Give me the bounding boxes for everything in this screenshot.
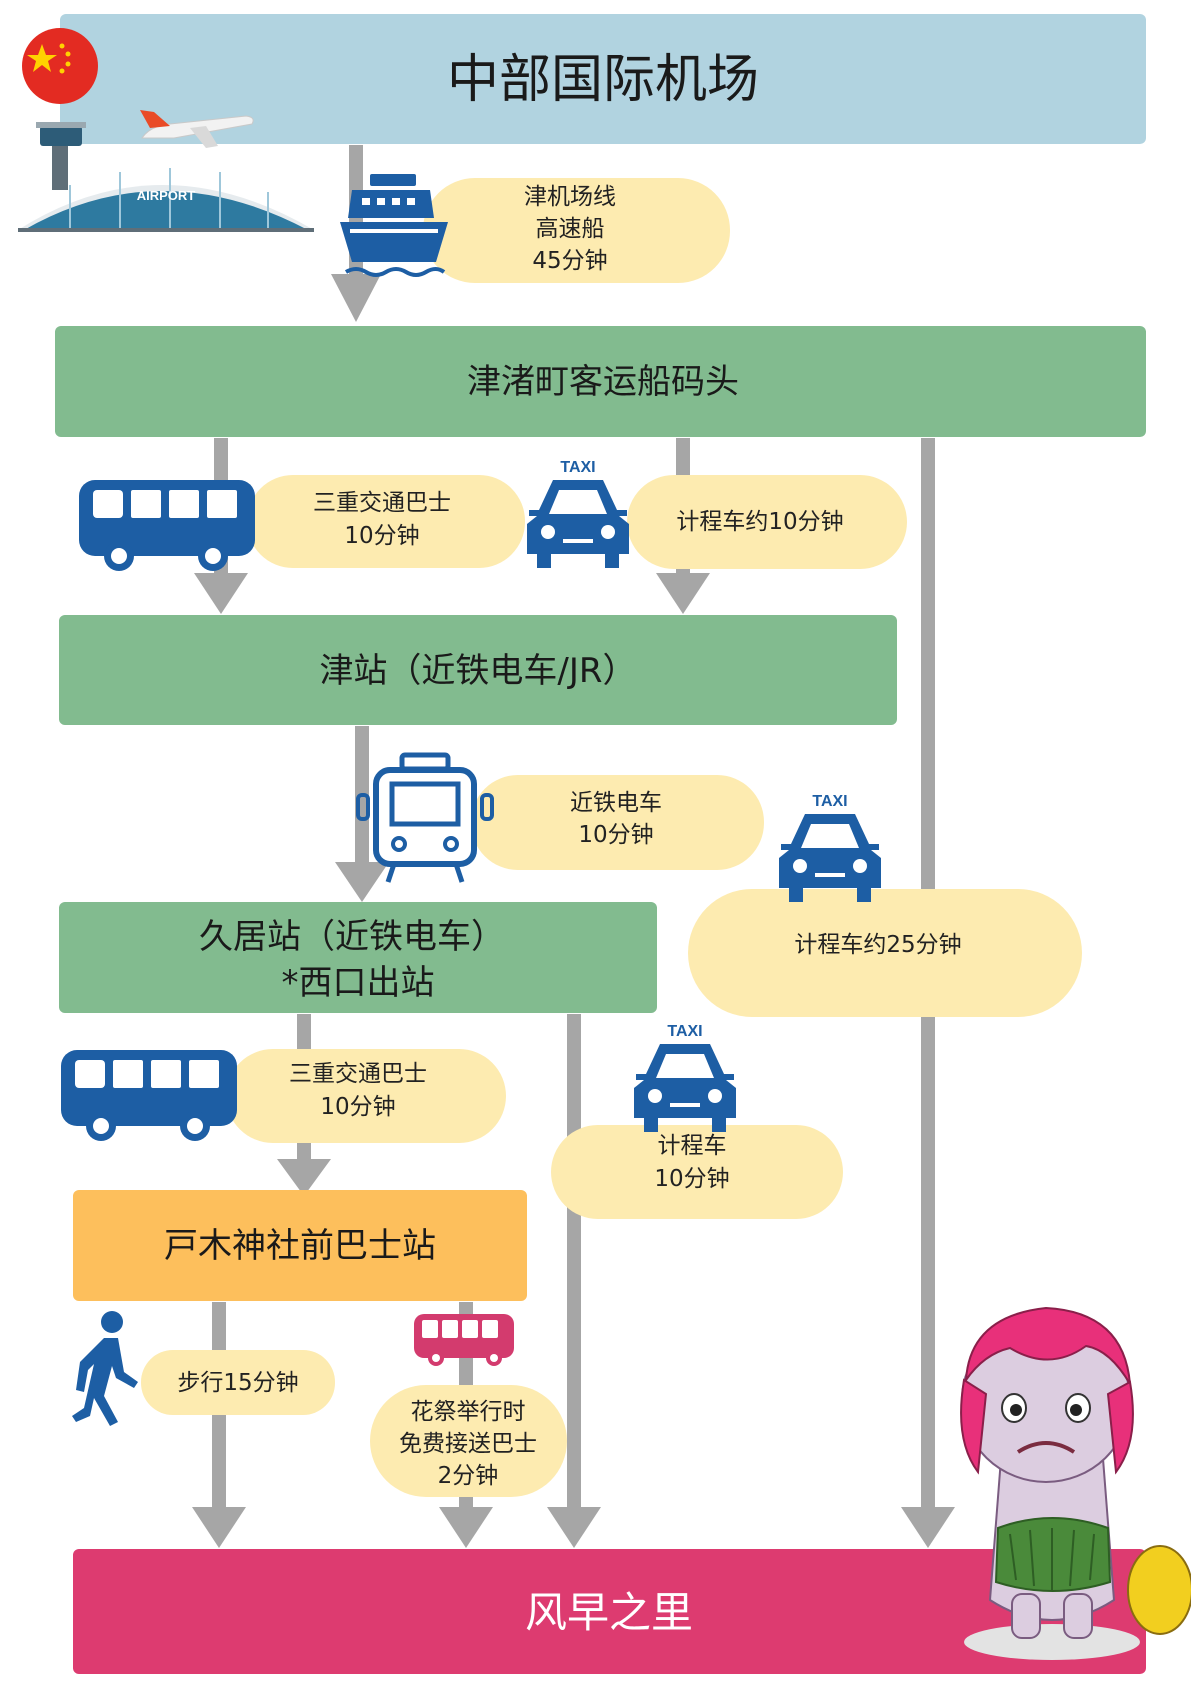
train-pill [471,775,764,870]
train-duration: 10分钟 [578,822,653,848]
airplane-icon [140,110,254,148]
walker-icon [72,1311,138,1426]
bus-stop-box [73,1190,527,1301]
shuttle-label: 免费接送巴士 [399,1431,537,1457]
ferry-vessel-label: 高速船 [536,216,605,242]
shuttle-bus-icon [414,1314,514,1366]
ferry-pill [423,178,730,283]
walk-label: 步行15分钟 [177,1370,298,1396]
ferry-line-label: 津机场线 [524,184,616,210]
bus2-pill [226,1049,506,1143]
china-flag-icon [22,28,98,104]
taxi-icon: TAXI [527,459,629,568]
train-operator: 近铁电车 [570,790,662,816]
bus1-pill [247,475,525,568]
mascot [960,1306,1191,1660]
airport-icon: AIRPORT [18,122,314,232]
destination-box [73,1549,1146,1674]
taxi1-pill [627,475,907,569]
airport-sign-label: AIRPORT [137,188,196,203]
taxi-icon: TAXI [634,1023,736,1132]
airport-box [60,14,1146,144]
ship-icon [340,174,448,277]
ferry-duration: 45分钟 [532,248,607,274]
taxi3-pill [551,1125,843,1219]
bus-icon [79,480,255,571]
bus1-operator: 三重交通巴士 [313,490,451,516]
bus1-duration: 10分钟 [344,523,419,549]
bus-icon [61,1050,237,1141]
taxi1-label: 计程车约10分钟 [676,509,843,535]
destination-title: 风早之里 [525,1588,693,1637]
shuttle-duration: 2分钟 [438,1463,499,1489]
bus2-duration: 10分钟 [320,1094,395,1120]
hisai-station-title-line2: *西口出站 [282,963,435,1003]
bus-stop-title: 戸木神社前巴士站 [164,1226,436,1266]
bus2-operator: 三重交通巴士 [289,1061,427,1087]
train-icon [356,752,494,883]
taxi-sign-label: TAXI [560,459,595,476]
taxi-sign-label: TAXI [812,793,847,810]
arrow-busstop-to-destination-walk [192,1302,246,1548]
pills [141,178,1082,1497]
taxi2-pill [688,889,1082,1017]
taxi-sign-label: TAXI [667,1023,702,1040]
hisai-station-box [59,902,657,1013]
shuttle-pill [370,1385,567,1497]
tsu-station-box [59,615,897,725]
hisai-station-title-line1: 久居站（近铁电车） [199,917,505,957]
walk-pill [141,1350,335,1415]
pier-box [55,326,1146,437]
taxi3-duration: 10分钟 [654,1166,729,1192]
pier-title: 津渚町客运船码头 [467,362,739,402]
tsu-station-title: 津站（近铁电车/JR） [319,651,636,691]
shuttle-condition: 花祭举行时 [411,1399,526,1425]
taxi2-label: 计程车约25分钟 [794,932,961,958]
taxi3-label: 计程车 [658,1133,727,1159]
airport-title: 中部国际机场 [447,50,759,110]
taxi-icon: TAXI [779,793,881,902]
